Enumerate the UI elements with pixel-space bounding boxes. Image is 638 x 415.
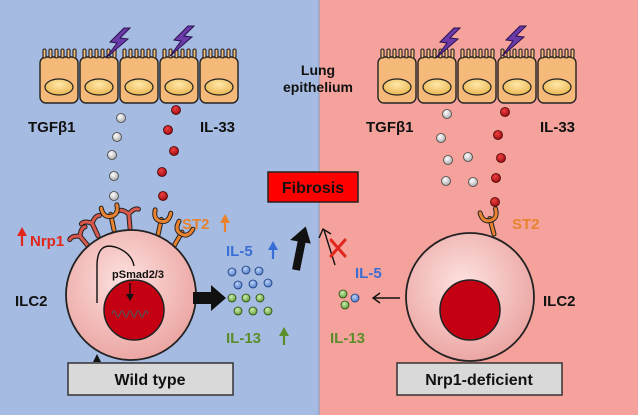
fibrosis-box: [267, 171, 359, 203]
il13-molecules: [227, 293, 273, 316]
lung-epithelium-label: epithelium: [283, 79, 353, 95]
secretion-arrow: [371, 292, 400, 304]
nrp1-deficient-box: [396, 362, 563, 396]
st2-label: ST2: [182, 216, 210, 233]
psmad-label: pSmad2/3: [112, 269, 164, 281]
tgfb1-label: TGFβ1: [366, 119, 414, 136]
secretion-arrow: [193, 285, 226, 311]
il33-molecules: [490, 107, 510, 207]
fibrosis-arrow: [290, 226, 311, 271]
il13-label: IL-13: [330, 330, 365, 347]
nucleus: [439, 279, 501, 341]
wild-type-box: [67, 362, 234, 396]
ilc2-label: ILC2: [543, 293, 576, 310]
cross-mark-icon: [329, 238, 347, 258]
nucleus: [103, 279, 165, 341]
tgfb1-molecules: [107, 113, 126, 201]
ilc2-cell-wild-type: pSmad2/3: [65, 205, 197, 362]
il33-label: IL-33: [200, 119, 235, 136]
il5-label: IL-5: [355, 265, 382, 282]
signal-arrow: [96, 245, 135, 303]
st2-label: ST2: [512, 216, 540, 233]
dna-icon: [111, 310, 149, 318]
nrp1-label: Nrp1: [30, 233, 64, 250]
left-epithelium: [39, 48, 239, 104]
il5-molecules: [227, 265, 273, 290]
right-epithelium: [377, 48, 577, 104]
il5-label: IL-5: [226, 243, 253, 260]
il13-molecules: [338, 289, 350, 310]
up-arrow-icon: [220, 214, 230, 232]
lung-epithelium-label: Lung: [301, 62, 335, 78]
il13-label: IL-13: [226, 330, 261, 347]
tgfb1-label: TGFβ1: [28, 119, 76, 136]
il33-molecules: [157, 105, 181, 201]
ilc2-cell-nrp1-deficient: [405, 209, 535, 362]
up-arrow-icon: [17, 227, 27, 246]
up-arrow-icon: [268, 241, 278, 259]
ilc2-label: ILC2: [15, 293, 48, 310]
fibrosis-label: Fibrosis: [282, 180, 344, 197]
nrp1-deficient-label: Nrp1-deficient: [425, 372, 533, 389]
wild-type-label: Wild type: [115, 372, 186, 389]
il5-molecules: [350, 293, 360, 303]
tgfb1-molecules: [436, 109, 478, 187]
blocked-arrow: [318, 227, 336, 266]
il33-label: IL-33: [540, 119, 575, 136]
up-arrow-icon: [279, 327, 289, 345]
